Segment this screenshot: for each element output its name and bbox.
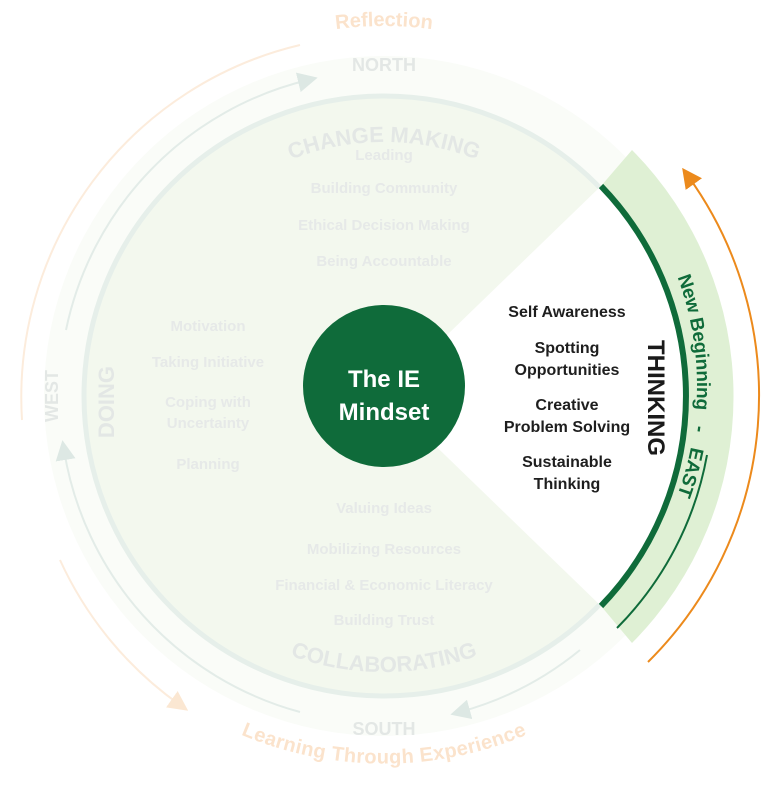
- skill-mobilizing-resources: Mobilizing Resources: [307, 541, 461, 558]
- center-title-line2: Mindset: [339, 399, 430, 426]
- center-title-line1: The IE: [348, 366, 420, 393]
- skill-coping-line2: Uncertainty: [167, 415, 250, 432]
- thinking-arc: [598, 183, 689, 609]
- skill-self-awareness: Self Awareness: [508, 304, 626, 321]
- east-band: [601, 150, 734, 643]
- skill-creative-line2: Problem Solving: [504, 419, 630, 436]
- learning-arc: [59, 559, 189, 711]
- east-thin-arc: [616, 454, 708, 629]
- thinking-title: THINKING: [642, 340, 669, 456]
- skill-motivation: Motivation: [171, 318, 246, 335]
- skill-being-accountable: Being Accountable: [316, 253, 451, 270]
- south-arrow: [450, 649, 581, 719]
- skill-coping-line1: Coping with: [165, 394, 251, 411]
- east-arrow: [647, 167, 760, 663]
- reflection-label: Reflection: [334, 9, 434, 34]
- west-arrow: [55, 440, 301, 713]
- north-arrow: [65, 72, 318, 331]
- skill-planning: Planning: [176, 456, 239, 473]
- doing-title: DOING: [94, 366, 119, 438]
- skill-spotting-line1: Spotting: [535, 340, 600, 357]
- skill-ethical-decision-making: Ethical Decision Making: [298, 217, 470, 234]
- center-circle: [303, 305, 465, 467]
- west-label: WEST: [42, 370, 62, 422]
- thinking-sector: [384, 186, 686, 606]
- north-label: NORTH: [352, 55, 416, 75]
- south-label: SOUTH: [353, 719, 416, 739]
- skill-sustainable-line2: Thinking: [534, 476, 601, 493]
- skill-financial-literacy: Financial & Economic Literacy: [275, 577, 493, 594]
- skill-creative-line1: Creative: [535, 397, 598, 414]
- skill-valuing-ideas: Valuing Ideas: [336, 500, 432, 517]
- skill-spotting-line2: Opportunities: [515, 362, 620, 379]
- skill-building-community: Building Community: [311, 180, 458, 197]
- reflection-arc: [20, 44, 301, 421]
- skill-sustainable-line1: Sustainable: [522, 454, 612, 471]
- skill-building-trust: Building Trust: [334, 612, 435, 629]
- skill-leading: Leading: [355, 147, 413, 164]
- skill-taking-initiative: Taking Initiative: [152, 354, 264, 371]
